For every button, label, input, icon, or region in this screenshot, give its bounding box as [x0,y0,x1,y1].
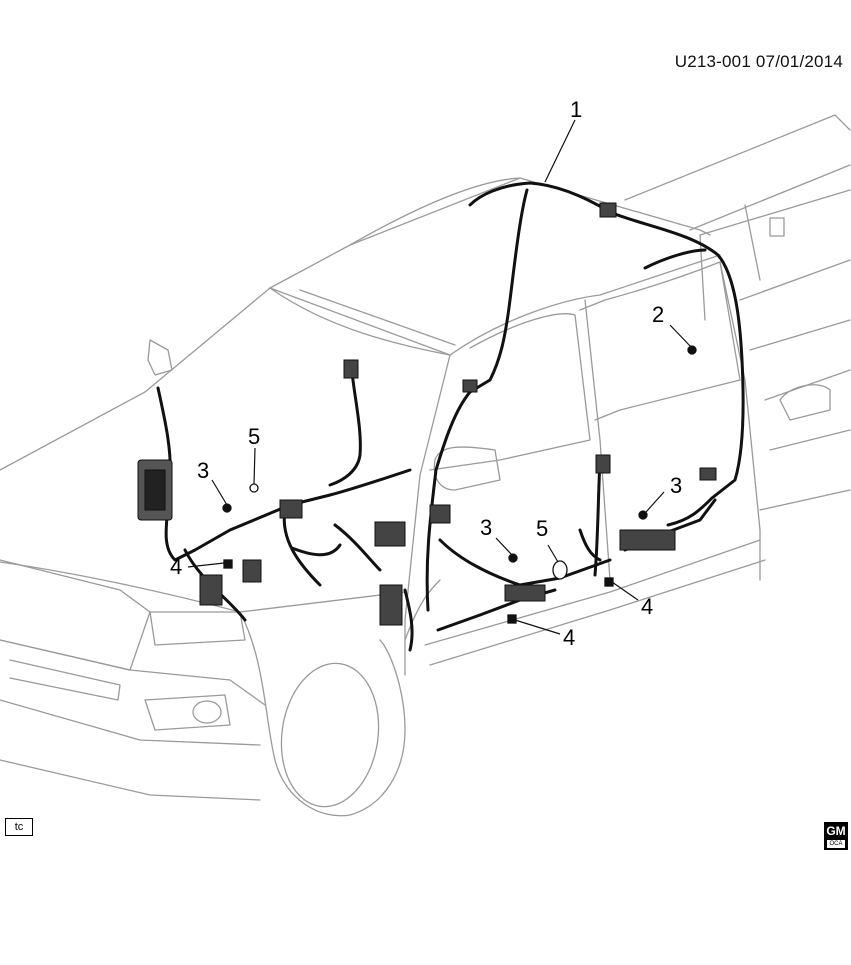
clip-item-4a [223,559,233,569]
callout-2: 2 [652,302,664,327]
connector-blocks [137,202,717,626]
gm-logo-subtext: OCA [827,840,845,848]
callout-4-dash: 4 [170,554,182,579]
bolt-item-3b [508,553,518,563]
bolt-item-2 [687,345,697,355]
callout-4-floor: 4 [563,625,575,650]
callout-3-dash: 3 [197,458,209,483]
truck-body-outline [0,114,851,817]
clip-item-4b [507,614,517,624]
callouts: 1 2 3 3 3 5 5 4 4 4 [170,97,682,650]
grommet-item-5b [552,560,568,580]
callout-3-floor: 3 [480,515,492,540]
callout-4-rear: 4 [641,594,653,619]
document-code: U213-001 07/01/2014 [674,52,843,71]
roof-harness [468,181,745,527]
clip-item-4c [604,577,614,587]
bolt-item-3a [222,503,232,513]
leader-lines [187,119,693,635]
callout-1: 1 [570,97,582,122]
gm-logo: GM OCA [824,822,848,850]
grommet-item-5a [249,483,259,493]
gm-logo-text: GM [826,824,846,838]
bolt-item-3c [638,510,648,520]
tc-label: tc [5,818,33,836]
callout-3-rear: 3 [670,473,682,498]
fasteners [222,345,697,624]
callout-5-dash: 5 [248,424,260,449]
callout-5-floor: 5 [536,516,548,541]
dash-harness [156,386,412,562]
floor-harness [438,538,612,587]
